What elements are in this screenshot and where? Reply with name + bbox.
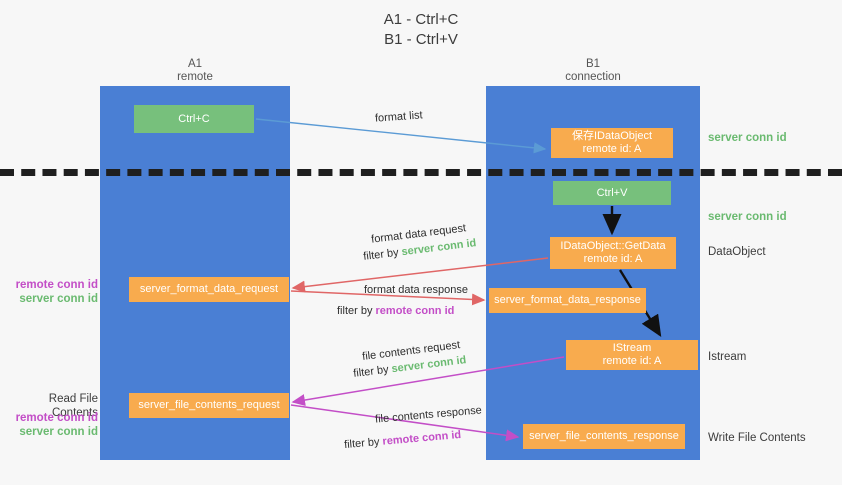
node-server-file-contents-response-label: server_file_contents_response — [529, 430, 679, 442]
node-ctrl-c-label: Ctrl+C — [178, 112, 210, 125]
label-server-conn-id: server conn id — [19, 426, 98, 438]
node-ctrl-v-label: Ctrl+V — [596, 186, 628, 199]
lane-a1-name: A1 — [187, 58, 203, 70]
label-istream: Istream — [708, 351, 747, 363]
lane-b1-role: connection — [565, 71, 621, 83]
node-server-format-data-response[interactable]: server_format_data_response — [489, 288, 646, 313]
node-idataobject[interactable]: 保存IDataObject remote id: A — [551, 128, 673, 158]
label-left-conn-ids-bottom: remote conn id server conn id — [6, 411, 98, 439]
phase-divider — [0, 169, 842, 176]
node-server-file-contents-request[interactable]: server_file_contents_request — [129, 393, 289, 418]
filter-value-remote-conn-id: remote conn id — [382, 428, 462, 448]
node-istream[interactable]: IStream remote id: A — [566, 340, 698, 370]
filter-value-remote-conn-id: remote conn id — [375, 305, 455, 317]
label-left-conn-ids-top: remote conn id server conn id — [6, 278, 98, 306]
label-write-file-contents: Write File Contents — [708, 432, 806, 444]
filter-prefix: filter by — [343, 435, 384, 452]
node-server-format-data-request[interactable]: server_format_data_request — [129, 277, 289, 302]
node-getdata[interactable]: IDataObject::GetData remote id: A — [550, 237, 676, 269]
lane-a1-role: remote — [177, 71, 213, 83]
node-ctrl-c[interactable]: Ctrl+C — [134, 105, 254, 133]
node-idataobject-label: 保存IDataObject — [571, 130, 653, 142]
filter-prefix: filter by — [362, 246, 403, 263]
label-server-conn-id: server conn id — [19, 293, 98, 305]
lane-b1-name: B1 — [585, 58, 601, 70]
node-getdata-label: IDataObject::GetData — [560, 240, 666, 252]
caption-file-contents-response: file contents response — [374, 404, 483, 426]
filter-prefix: filter by — [337, 305, 376, 317]
label-server-conn-id-top: server conn id — [708, 132, 787, 144]
node-server-file-contents-response[interactable]: server_file_contents_response — [523, 424, 685, 449]
label-remote-conn-id: remote conn id — [15, 279, 98, 291]
label-read-file-contents: Read File Contents — [48, 393, 98, 419]
node-server-format-data-request-label: server_format_data_request — [139, 283, 279, 295]
caption-file-contents-response-filter: filter by remote conn id — [344, 429, 462, 452]
node-idataobject-remote-id: remote id: A — [582, 143, 642, 155]
caption-format-data-response-filter: filter by remote conn id — [337, 305, 454, 318]
node-server-file-contents-request-label: server_file_contents_request — [138, 399, 280, 411]
node-istream-label: IStream — [612, 342, 652, 354]
node-istream-remote-id: remote id: A — [602, 355, 662, 367]
label-dataobject: DataObject — [708, 246, 766, 258]
caption-format-list: format list — [374, 109, 424, 125]
lane-header-b1: B1 connection — [486, 58, 700, 84]
node-getdata-remote-id: remote id: A — [583, 253, 643, 265]
title-line-2: B1 - Ctrl+V — [384, 31, 458, 48]
label-server-conn-id-mid: server conn id — [708, 211, 787, 223]
filter-prefix: filter by — [352, 363, 393, 380]
node-ctrl-v[interactable]: Ctrl+V — [553, 181, 671, 205]
node-server-format-data-response-label: server_format_data_response — [494, 294, 641, 306]
label-remote-conn-id: remote conn id — [15, 412, 98, 424]
caption-format-data-response: format data response — [364, 284, 468, 296]
lane-header-a1: A1 remote — [100, 58, 290, 84]
page-title: A1 - Ctrl+C B1 - Ctrl+V — [0, 10, 842, 50]
title-line-1: A1 - Ctrl+C — [383, 11, 459, 28]
